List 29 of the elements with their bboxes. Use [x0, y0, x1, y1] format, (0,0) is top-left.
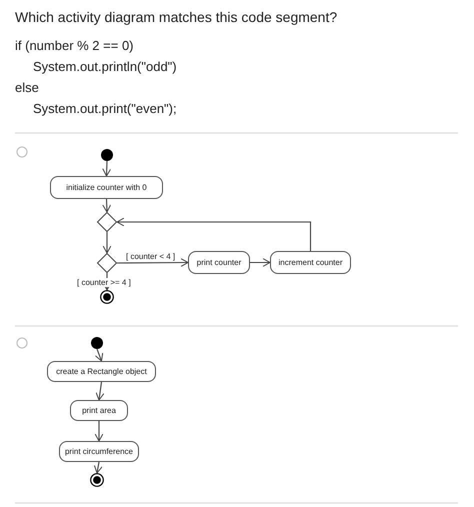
arrow [94, 348, 104, 362]
action-box: print area [70, 400, 128, 421]
code-line: if (number % 2 == 0) [15, 38, 134, 53]
start-node [91, 337, 103, 349]
arrow [117, 258, 188, 268]
arrow [250, 258, 270, 267]
guard-label: [ counter >= 4 ] [76, 278, 132, 287]
action-box: print circumference [59, 441, 139, 462]
arrow [102, 160, 112, 176]
start-node [101, 149, 113, 161]
action-box: print counter [188, 251, 250, 274]
arrow [102, 232, 112, 254]
arrow [116, 218, 312, 251]
end-node [100, 290, 114, 304]
decision-diamond [97, 212, 117, 232]
arrow [102, 198, 112, 212]
end-node [90, 473, 104, 487]
code-line: else [15, 80, 39, 95]
decision-diamond [97, 253, 117, 273]
arrow [94, 421, 104, 442]
question-text: Which activity diagram matches this code segment? [15, 9, 338, 25]
arrow [94, 462, 103, 474]
action-box: create a Rectangle object [47, 361, 156, 382]
code-line: System.out.print("even"); [33, 101, 177, 116]
guard-label: [ counter < 4 ] [125, 252, 176, 261]
action-box: increment counter [270, 251, 351, 274]
arrow [96, 382, 104, 400]
action-box: initialize counter with 0 [50, 176, 163, 199]
code-line: System.out.println("odd") [33, 59, 177, 74]
